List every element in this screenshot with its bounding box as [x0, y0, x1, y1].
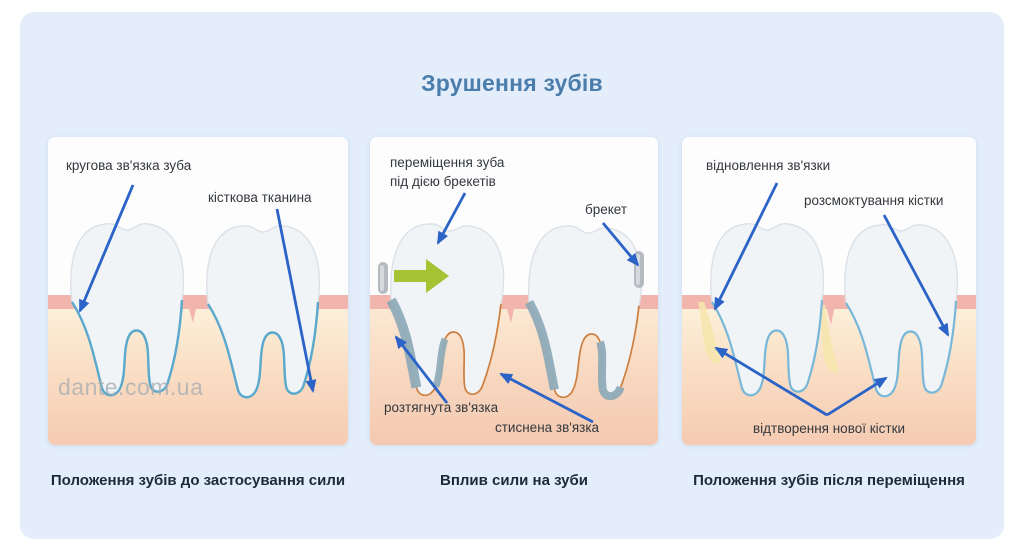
panel-after-movement: відновлення зв'язки розсмоктування кістк… — [682, 137, 976, 445]
label-bone-resorption: розсмоктування кістки — [804, 193, 944, 208]
label-compressed-ligament: стиснена зв'язка — [495, 420, 600, 435]
label-tooth-movement-line2: під дією брекетів — [390, 174, 496, 189]
label-tooth-movement-line1: переміщення зуба — [390, 155, 505, 170]
pointer-ligament-restore — [713, 182, 779, 311]
label-bone-tissue: кісткова тканина — [208, 190, 312, 205]
panel-before-force: кругова зв'язка зуба кісткова тканина da… — [48, 137, 348, 445]
label-new-bone: відтворення нової кістки — [752, 421, 906, 436]
label-stretched-ligament: розтягнута зв'язка — [384, 400, 499, 415]
label-circular-ligament: кругова зв'язка зуба — [66, 158, 192, 173]
caption-after: Положення зубів після переміщення — [693, 472, 965, 489]
gum-midgap — [503, 295, 517, 323]
pointer-compressed — [499, 372, 594, 424]
pointer-movement — [436, 192, 467, 245]
teeth-force-illustration — [370, 192, 658, 445]
pointer-stretched — [394, 335, 449, 404]
gum-midgap — [823, 295, 837, 325]
diagram-card: Зрушення зубів — [20, 12, 1004, 539]
pointer-bracket — [601, 222, 640, 267]
page-title: Зрушення зубів — [421, 70, 603, 96]
label-ligament-restore: відновлення зв'язки — [706, 158, 831, 173]
caption-before: Положення зубів до застосування сили — [50, 472, 346, 489]
caption-force: Вплив сили на зуби — [440, 472, 588, 489]
pointer-bone — [275, 208, 317, 393]
panel-force-applied: переміщення зуба під дією брекетів бреке… — [370, 137, 658, 445]
new-bone-wedge-middle — [821, 305, 839, 373]
bracket-left-highlight — [380, 265, 384, 291]
teeth-after-illustration — [682, 182, 976, 445]
pointer-new-bone-right — [826, 376, 888, 417]
pointer-new-bone-left — [714, 346, 828, 417]
gum-midgap — [185, 295, 199, 323]
watermark: dante.com.ua — [58, 374, 204, 400]
pointer-bone-resorption — [882, 214, 950, 337]
pointer-ligament — [78, 184, 135, 313]
force-direction-arrow-icon — [394, 259, 449, 293]
label-bracket: брекет — [585, 202, 628, 217]
bracket-right-highlight — [636, 254, 640, 285]
teeth-before-illustration — [48, 184, 348, 445]
